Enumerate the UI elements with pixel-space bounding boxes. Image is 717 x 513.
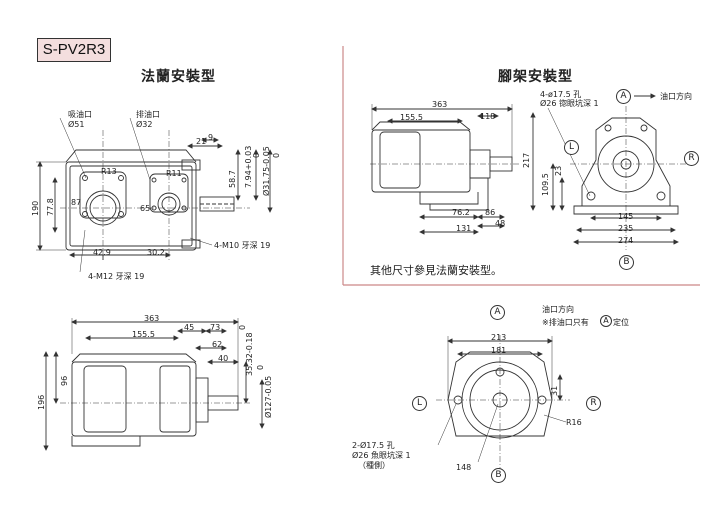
front-only-port-note: ※排油口只有 (542, 318, 589, 327)
side-dim-127-lower: 0 (256, 364, 265, 370)
side-dim-45: 45 (184, 323, 195, 332)
foot-view-front-drawing (547, 93, 690, 250)
foot-hole-note-2: Ø26 锪眼坑深 1 (540, 99, 599, 108)
foot-dim-76-2: 76.2 (452, 208, 470, 217)
mark-r-bottom: R (586, 396, 601, 411)
front-view-drawing (436, 335, 570, 470)
front-dim-31: 31 (550, 385, 559, 396)
mark-a-bottom: A (490, 305, 505, 320)
suction-port-label: 吸油口 (68, 110, 92, 119)
foot-dim-48: 48 (495, 219, 506, 228)
bolt-m10-note: 4-M10 牙深 19 (214, 241, 271, 250)
foot-dim-118: 118 (480, 112, 496, 121)
foot-dim-363: 363 (432, 100, 448, 109)
dim-21: 21 (196, 137, 207, 146)
front-dim-r16: R16 (566, 418, 582, 427)
dim-31-75: Ø31.75-0.05 (262, 146, 271, 196)
side-dim-127: Ø127-0.05 (264, 375, 273, 418)
foot-oil-direction: 油口方向 (660, 92, 692, 101)
mark-b-bottom: B (491, 468, 506, 483)
dim-31-75-lower: 0 (272, 152, 281, 158)
side-dim-73: 73 (210, 323, 221, 332)
side-dim-363: 363 (144, 314, 160, 323)
side-dim-155-5: 155.5 (132, 330, 155, 339)
dim-7-94-lower: 0 (252, 152, 261, 158)
foot-note: 其他尺寸參見法蘭安裝型。 (370, 264, 502, 277)
foot-dim-155-5: 155.5 (400, 113, 423, 122)
side-view-drawing (43, 318, 265, 451)
dim-65: 65 (140, 204, 151, 213)
foot-dim-235: 235 (618, 224, 634, 233)
side-dim-40: 40 (218, 354, 229, 363)
mark-l-bottom: L (412, 396, 427, 411)
bolt-m12-note: 4-M12 牙深 19 (88, 272, 145, 281)
foot-dim-23: 23 (554, 165, 563, 176)
mark-b-top: B (619, 255, 634, 270)
side-dim-62: 62 (212, 340, 223, 349)
side-dim-96: 96 (60, 375, 69, 386)
flange-view-drawing (36, 117, 273, 273)
side-dim-35-32-lower: 0 (238, 324, 247, 330)
front-hole-note-1: 2-Ø17.5 孔 (352, 441, 395, 450)
mark-l-top: L (564, 140, 579, 155)
dim-30-2: 30.2 (147, 248, 165, 257)
foot-dim-274: 274 (618, 236, 634, 245)
discharge-port-diameter: Ø32 (136, 120, 153, 129)
foot-dim-86: 86 (485, 208, 496, 217)
discharge-port-label: 排油口 (136, 110, 160, 119)
flange-mount-title: 法蘭安裝型 (141, 69, 216, 85)
dim-58-7: 58.7 (228, 170, 237, 188)
front-hole-note-3: （種側） (358, 461, 390, 470)
foot-dim-145: 145 (618, 212, 634, 221)
mark-a-top: A (616, 89, 631, 104)
side-dim-35-32: 35.32-0.18 (245, 332, 254, 376)
dim-77-8: 77.8 (46, 198, 55, 216)
suction-port-diameter: Ø51 (68, 120, 85, 129)
foot-view-side-drawing (370, 104, 565, 235)
foot-mount-title: 腳架安裝型 (498, 69, 573, 85)
side-dim-196: 196 (37, 394, 46, 410)
foot-hole-note-1: 4-ø17.5 孔 (540, 90, 582, 99)
mark-r-top: R (684, 151, 699, 166)
front-dim-181: 181 (491, 346, 507, 355)
foot-dim-109-5: 109.5 (541, 173, 550, 196)
model-tag: S-PV2R3 (37, 38, 111, 62)
front-locate-note: 定位 (613, 318, 629, 327)
front-dim-148: 148 (456, 463, 472, 472)
foot-dim-131: 131 (456, 224, 472, 233)
dim-r13: R13 (101, 167, 117, 176)
dim-87: 87 (71, 198, 82, 207)
foot-dim-217: 217 (522, 152, 531, 168)
front-oil-direction: 油口方向 (542, 305, 574, 314)
mark-a-inline: A (600, 315, 612, 327)
dim-9: 9 (208, 133, 214, 142)
dim-r11: R11 (166, 169, 182, 178)
dim-42-9: 42.9 (93, 248, 111, 257)
front-dim-213: 213 (491, 333, 507, 342)
dim-190: 190 (31, 200, 40, 216)
front-hole-note-2: Ø26 魚眼坑深 1 (352, 451, 411, 460)
